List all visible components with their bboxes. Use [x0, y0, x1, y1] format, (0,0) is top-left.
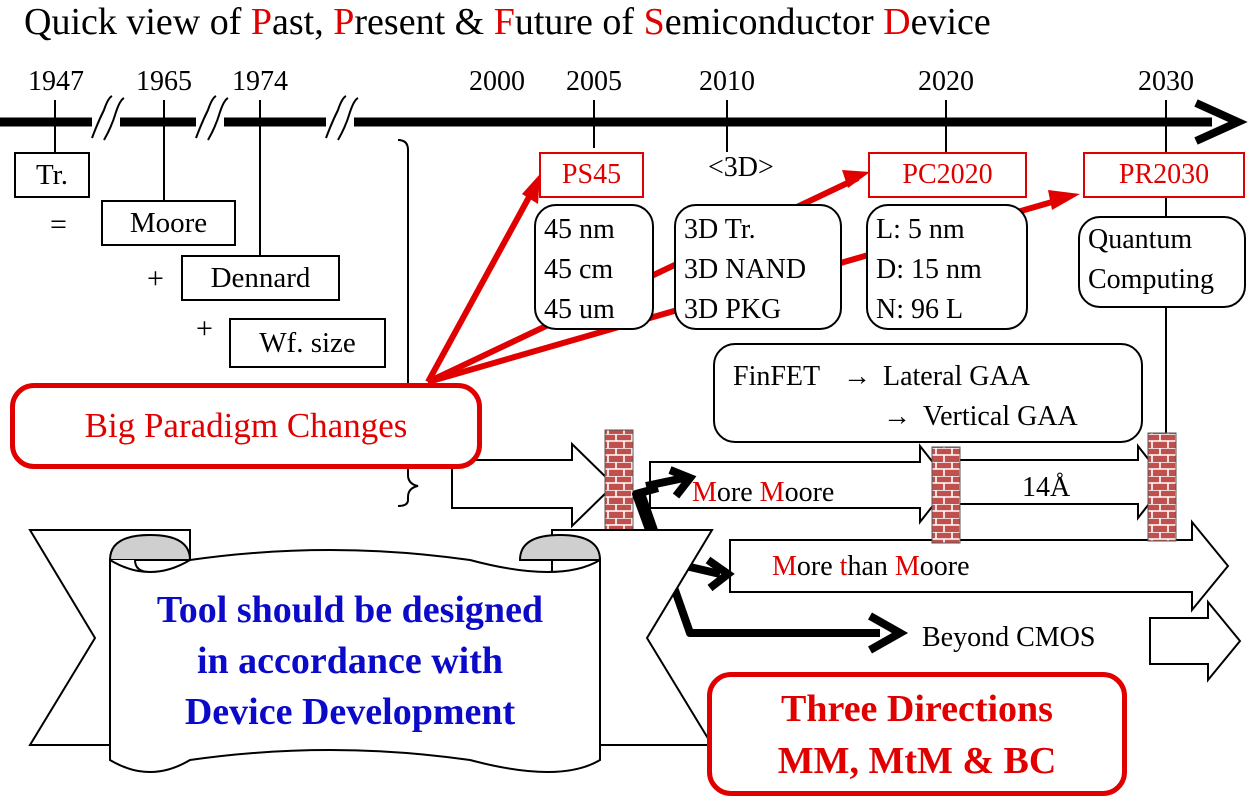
ps45-line: 45 nm [544, 214, 615, 245]
moore-box: Moore [101, 200, 236, 246]
3d-line: 3D NAND [684, 254, 807, 285]
year-label: 2000 [469, 66, 525, 97]
brick-wall-icon [604, 429, 634, 531]
pr2030-line: Computing [1088, 264, 1215, 295]
brick-wall-icon [1147, 432, 1177, 542]
year-label: 1947 [28, 66, 84, 97]
equals-sign: = [50, 208, 67, 241]
ps45-details: 45 nm 45 cm 45 um [534, 204, 654, 330]
pc2020-details: L: 5 nm D: 15 nm N: 96 L [866, 204, 1028, 330]
year-label: 2010 [699, 66, 755, 97]
gaa-box: FinFET → Lateral GAA → Vertical GAA [713, 343, 1143, 443]
banner-line: Device Development [184, 691, 516, 733]
ps45-line: 45 cm [544, 254, 614, 285]
beyond-cmos-arrow [1149, 599, 1242, 683]
pc2020-line: D: 15 nm [876, 254, 982, 285]
arrow-icon: → [883, 401, 911, 432]
banner-scroll [28, 529, 714, 773]
three-directions-line: Three Directions [781, 688, 1053, 730]
ps45-line: 45 um [544, 294, 615, 325]
more-moore-label: More Moore [692, 477, 835, 508]
finfet-label: FinFET [733, 361, 821, 392]
pr2030-label: PR2030 [1083, 152, 1245, 198]
brick-wall-icon [931, 446, 961, 544]
vertical-gaa-label: Vertical GAA [923, 401, 1078, 432]
year-label: 2020 [918, 66, 974, 97]
wafer-size-box: Wf. size [229, 318, 386, 368]
bracket [397, 139, 419, 507]
arrow-icon: → [843, 361, 871, 392]
more-than-moore-label: More than Moore [772, 551, 970, 582]
3d-details: 3D Tr. 3D NAND 3D PKG [674, 204, 842, 330]
transistor-box: Tr. [14, 152, 90, 198]
three-directions-line: MM, MtM & BC [777, 740, 1057, 782]
page-title: Quick view of Past, Present & Future of … [24, 1, 991, 43]
plus-sign: + [196, 312, 213, 345]
plus-sign: + [147, 262, 164, 295]
pc2020-line: N: 96 L [876, 294, 964, 325]
angstrom-label: 14Å [1022, 472, 1071, 503]
pr2030-details: Quantum Computing [1078, 216, 1246, 308]
pc2020-label: PC2020 [868, 152, 1027, 198]
pr2030-line: Quantum [1088, 224, 1193, 255]
year-label: 2005 [566, 66, 622, 97]
more-than-moore-arrow [729, 519, 1230, 613]
timeline-axis [0, 95, 1248, 145]
pc2020-line: L: 5 nm [876, 214, 965, 245]
lateral-gaa-label: Lateral GAA [883, 361, 1030, 392]
3d-line: 3D Tr. [684, 214, 756, 245]
three-directions-box: Three Directions MM, MtM & BC [707, 672, 1127, 796]
banner-line: in accordance with [196, 640, 504, 682]
year-label: 2030 [1138, 66, 1194, 97]
year-label: 1974 [232, 66, 288, 97]
banner-line: Tool should be designed [156, 589, 544, 631]
big-paradigm-changes: Big Paradigm Changes [10, 383, 482, 469]
beyond-cmos-label: Beyond CMOS [922, 622, 1096, 653]
3d-line: 3D PKG [684, 294, 782, 325]
ps45-label: PS45 [539, 152, 644, 198]
banner-text: Tool should be designed in accordance wi… [110, 585, 590, 738]
3d-label: <3D> [708, 152, 774, 183]
dennard-box: Dennard [181, 255, 340, 301]
year-label: 1965 [136, 66, 192, 97]
more-moore-arrows [451, 441, 1168, 529]
